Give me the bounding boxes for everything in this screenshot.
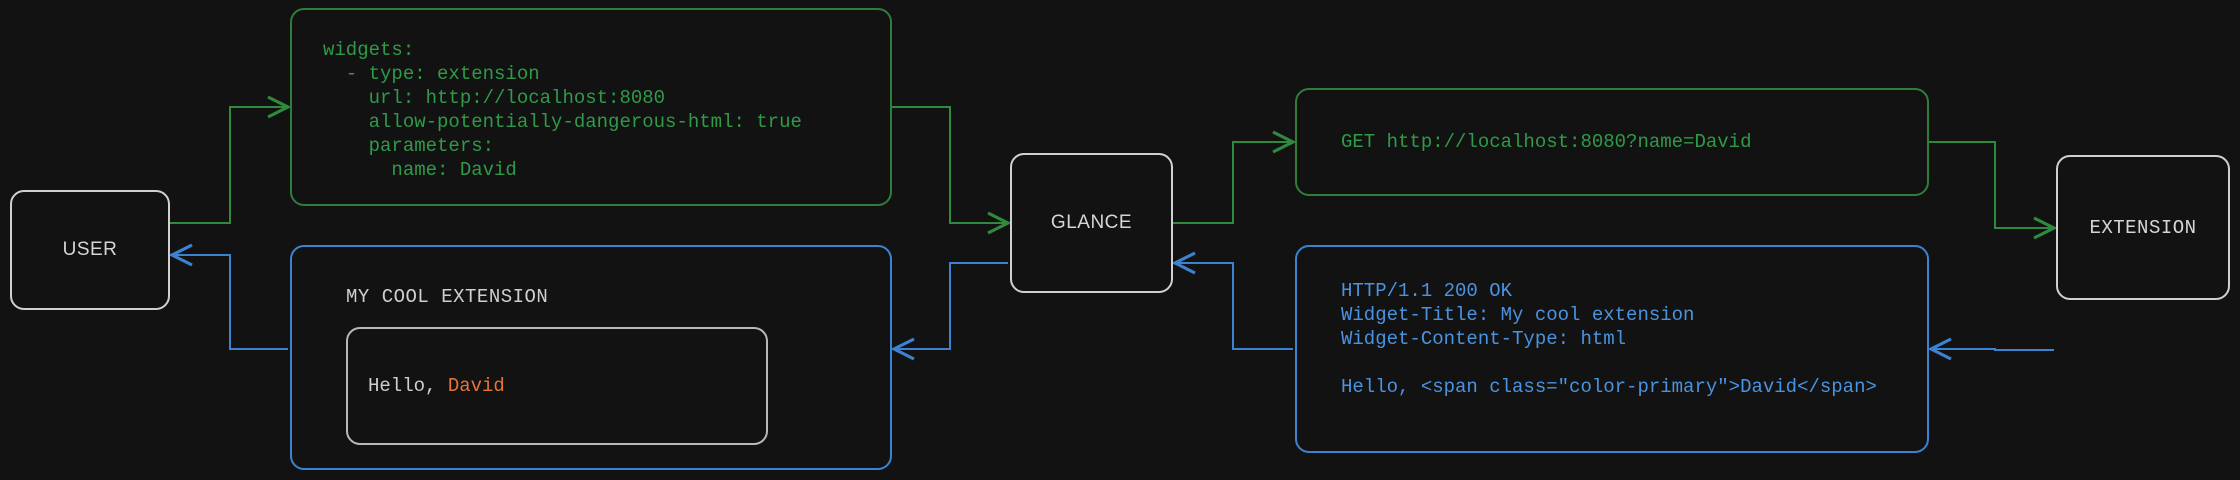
message-http-response[interactable]: HTTP/1.1 200 OK Widget-Title: My cool ex…	[1295, 245, 1929, 453]
node-extension-label: EXTENSION	[2089, 216, 2197, 239]
node-glance-label: GLANCE	[1050, 212, 1133, 233]
wire-response-to-glance	[1175, 263, 1293, 350]
message-yaml-config[interactable]: widgets: - type: extension url: http://l…	[290, 8, 892, 206]
wire-yaml-to-glance	[892, 106, 1008, 223]
message-rendered-widget[interactable]: MY COOL EXTENSION Hello, David	[290, 245, 892, 470]
wire-user-to-yaml	[170, 107, 288, 224]
widget-card: Hello, David	[346, 327, 768, 445]
node-user[interactable]: USER	[10, 190, 170, 310]
node-extension[interactable]: EXTENSION	[2056, 155, 2230, 300]
wire-extension-to-response	[1931, 349, 2054, 350]
node-user-label: USER	[62, 239, 118, 260]
widget-title: MY COOL EXTENSION	[346, 286, 549, 308]
node-glance[interactable]: GLANCE	[1010, 153, 1173, 293]
widget-greeting-prefix: Hello,	[368, 375, 448, 397]
http-response-text: HTTP/1.1 200 OK Widget-Title: My cool ex…	[1341, 280, 1877, 398]
wire-widget-to-user	[172, 255, 288, 350]
wire-glance-to-request	[1173, 142, 1293, 224]
yaml-config-text: widgets: - type: extension url: http://l…	[323, 39, 802, 181]
widget-greeting-name: David	[447, 375, 505, 397]
http-request-text: GET http://localhost:8080?name=David	[1341, 131, 1752, 153]
widget-card-text: Hello, David	[368, 375, 505, 397]
wire-request-to-extension	[1929, 141, 2054, 228]
message-http-request[interactable]: GET http://localhost:8080?name=David	[1295, 88, 1929, 196]
wire-glance-to-widget	[894, 262, 1008, 349]
